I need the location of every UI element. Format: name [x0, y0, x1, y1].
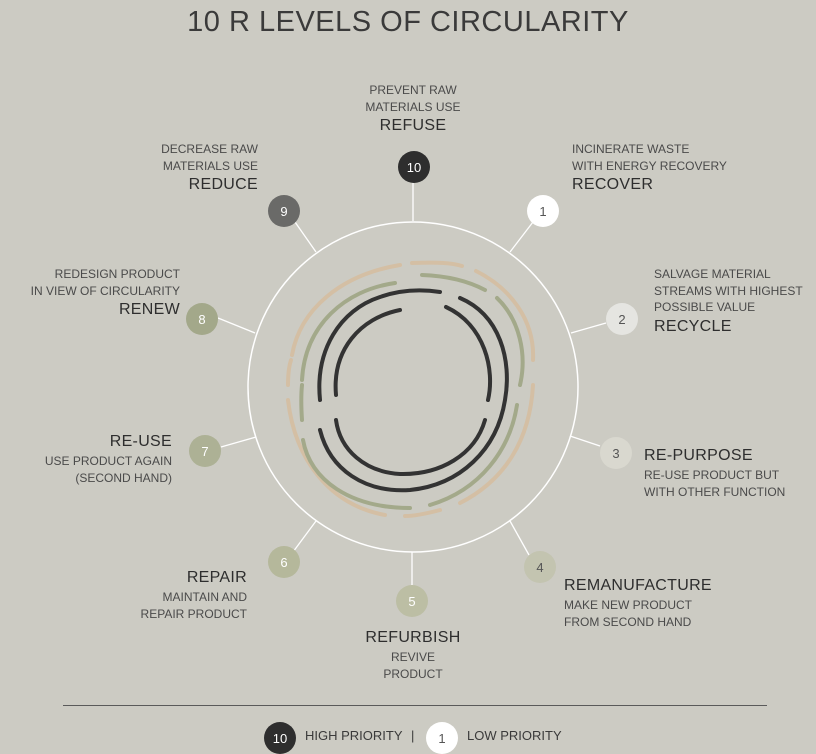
- reuse-name: RE-USE: [109, 433, 172, 450]
- reduce-desc1: DECREASE RAW: [161, 142, 258, 156]
- refurbish-name: REFURBISH: [365, 629, 461, 646]
- repurpose-desc1: RE-USE PRODUCT BUT: [644, 468, 780, 482]
- recycle-desc3: POSSIBLE VALUE: [654, 300, 756, 314]
- outer-circle: [247, 221, 579, 553]
- reuse-desc2: (SECOND HAND): [75, 470, 172, 485]
- legend-divider: [63, 705, 767, 706]
- label-recover: INCINERATE WASTE WITH ENERGY RECOVERY RE…: [572, 141, 772, 196]
- badge-5: 5: [396, 585, 428, 617]
- label-reuse: RE-USE USE PRODUCT AGAIN (SECOND HAND): [2, 431, 172, 486]
- label-refurbish: REFURBISH REVIVE PRODUCT: [313, 627, 513, 682]
- repurpose-name: RE-PURPOSE: [644, 447, 753, 464]
- refuse-desc2: MATERIALS USE: [365, 99, 461, 114]
- reuse-desc1: USE PRODUCT AGAIN: [44, 454, 172, 468]
- repurpose-desc2: WITH OTHER FUNCTION: [644, 484, 786, 499]
- recover-desc2: WITH ENERGY RECOVERY: [572, 158, 727, 173]
- remanufacture-desc2: FROM SECOND HAND: [564, 614, 692, 629]
- diagram-title: 10 R LEVELS OF CIRCULARITY: [187, 6, 629, 38]
- label-recycle: SALVAGE MATERIAL STREAMS WITH HIGHEST PO…: [654, 266, 816, 338]
- badge-8: 8: [186, 303, 218, 335]
- reduce-desc2: MATERIALS USE: [162, 158, 258, 173]
- reduce-name: REDUCE: [188, 176, 258, 193]
- badge-6: 6: [268, 546, 300, 578]
- legend-separator: |: [411, 728, 415, 743]
- label-reduce: DECREASE RAW MATERIALS USE REDUCE: [58, 141, 258, 196]
- beige-ring: [286, 260, 536, 518]
- label-renew: REDESIGN PRODUCT IN VIEW OF CIRCULARITY …: [2, 266, 180, 321]
- refuse-desc1: PREVENT RAW: [369, 83, 457, 97]
- renew-desc2: IN VIEW OF CIRCULARITY: [30, 283, 180, 298]
- remanufacture-desc1: MAKE NEW PRODUCT: [564, 598, 693, 612]
- badge-9: 9: [268, 195, 300, 227]
- badge-7: 7: [189, 435, 221, 467]
- badge-2: 2: [606, 303, 638, 335]
- badge-4: 4: [524, 551, 556, 583]
- spokes: [217, 183, 607, 585]
- label-refuse: PREVENT RAW MATERIALS USE REFUSE: [313, 82, 513, 137]
- legend-low-badge: 1: [426, 722, 458, 754]
- repair-name: REPAIR: [186, 569, 247, 586]
- refurbish-desc1: REVIVE: [390, 650, 435, 664]
- recover-name: RECOVER: [572, 176, 654, 193]
- remanufacture-name: REMANUFACTURE: [564, 577, 712, 594]
- label-remanufacture: REMANUFACTURE MAKE NEW PRODUCT FROM SECO…: [564, 575, 764, 630]
- badge-3: 3: [600, 437, 632, 469]
- label-repair: REPAIR MAINTAIN AND REPAIR PRODUCT: [47, 567, 247, 622]
- label-repurpose: RE-PURPOSE RE-USE PRODUCT BUT WITH OTHER…: [644, 445, 814, 500]
- renew-name: RENEW: [118, 301, 180, 318]
- recover-desc1: INCINERATE WASTE: [572, 142, 690, 156]
- legend-low-label: LOW PRIORITY: [467, 728, 562, 743]
- renew-desc1: REDESIGN PRODUCT: [54, 267, 180, 281]
- repair-desc1: MAINTAIN AND: [162, 590, 247, 604]
- badge-10: 10: [398, 151, 430, 183]
- recycle-desc1: SALVAGE MATERIAL: [654, 267, 771, 281]
- refurbish-desc2: PRODUCT: [383, 666, 443, 681]
- green-ring: [299, 273, 525, 510]
- recycle-name: RECYCLE: [654, 317, 732, 335]
- repair-desc2: REPAIR PRODUCT: [140, 606, 247, 621]
- legend-high-badge: 10: [264, 722, 296, 754]
- refuse-name: REFUSE: [379, 117, 447, 134]
- recycle-desc2: STREAMS WITH HIGHEST: [654, 283, 803, 298]
- badge-1: 1: [527, 195, 559, 227]
- dark-ring: [317, 288, 509, 493]
- legend-high-label: HIGH PRIORITY: [305, 728, 403, 743]
